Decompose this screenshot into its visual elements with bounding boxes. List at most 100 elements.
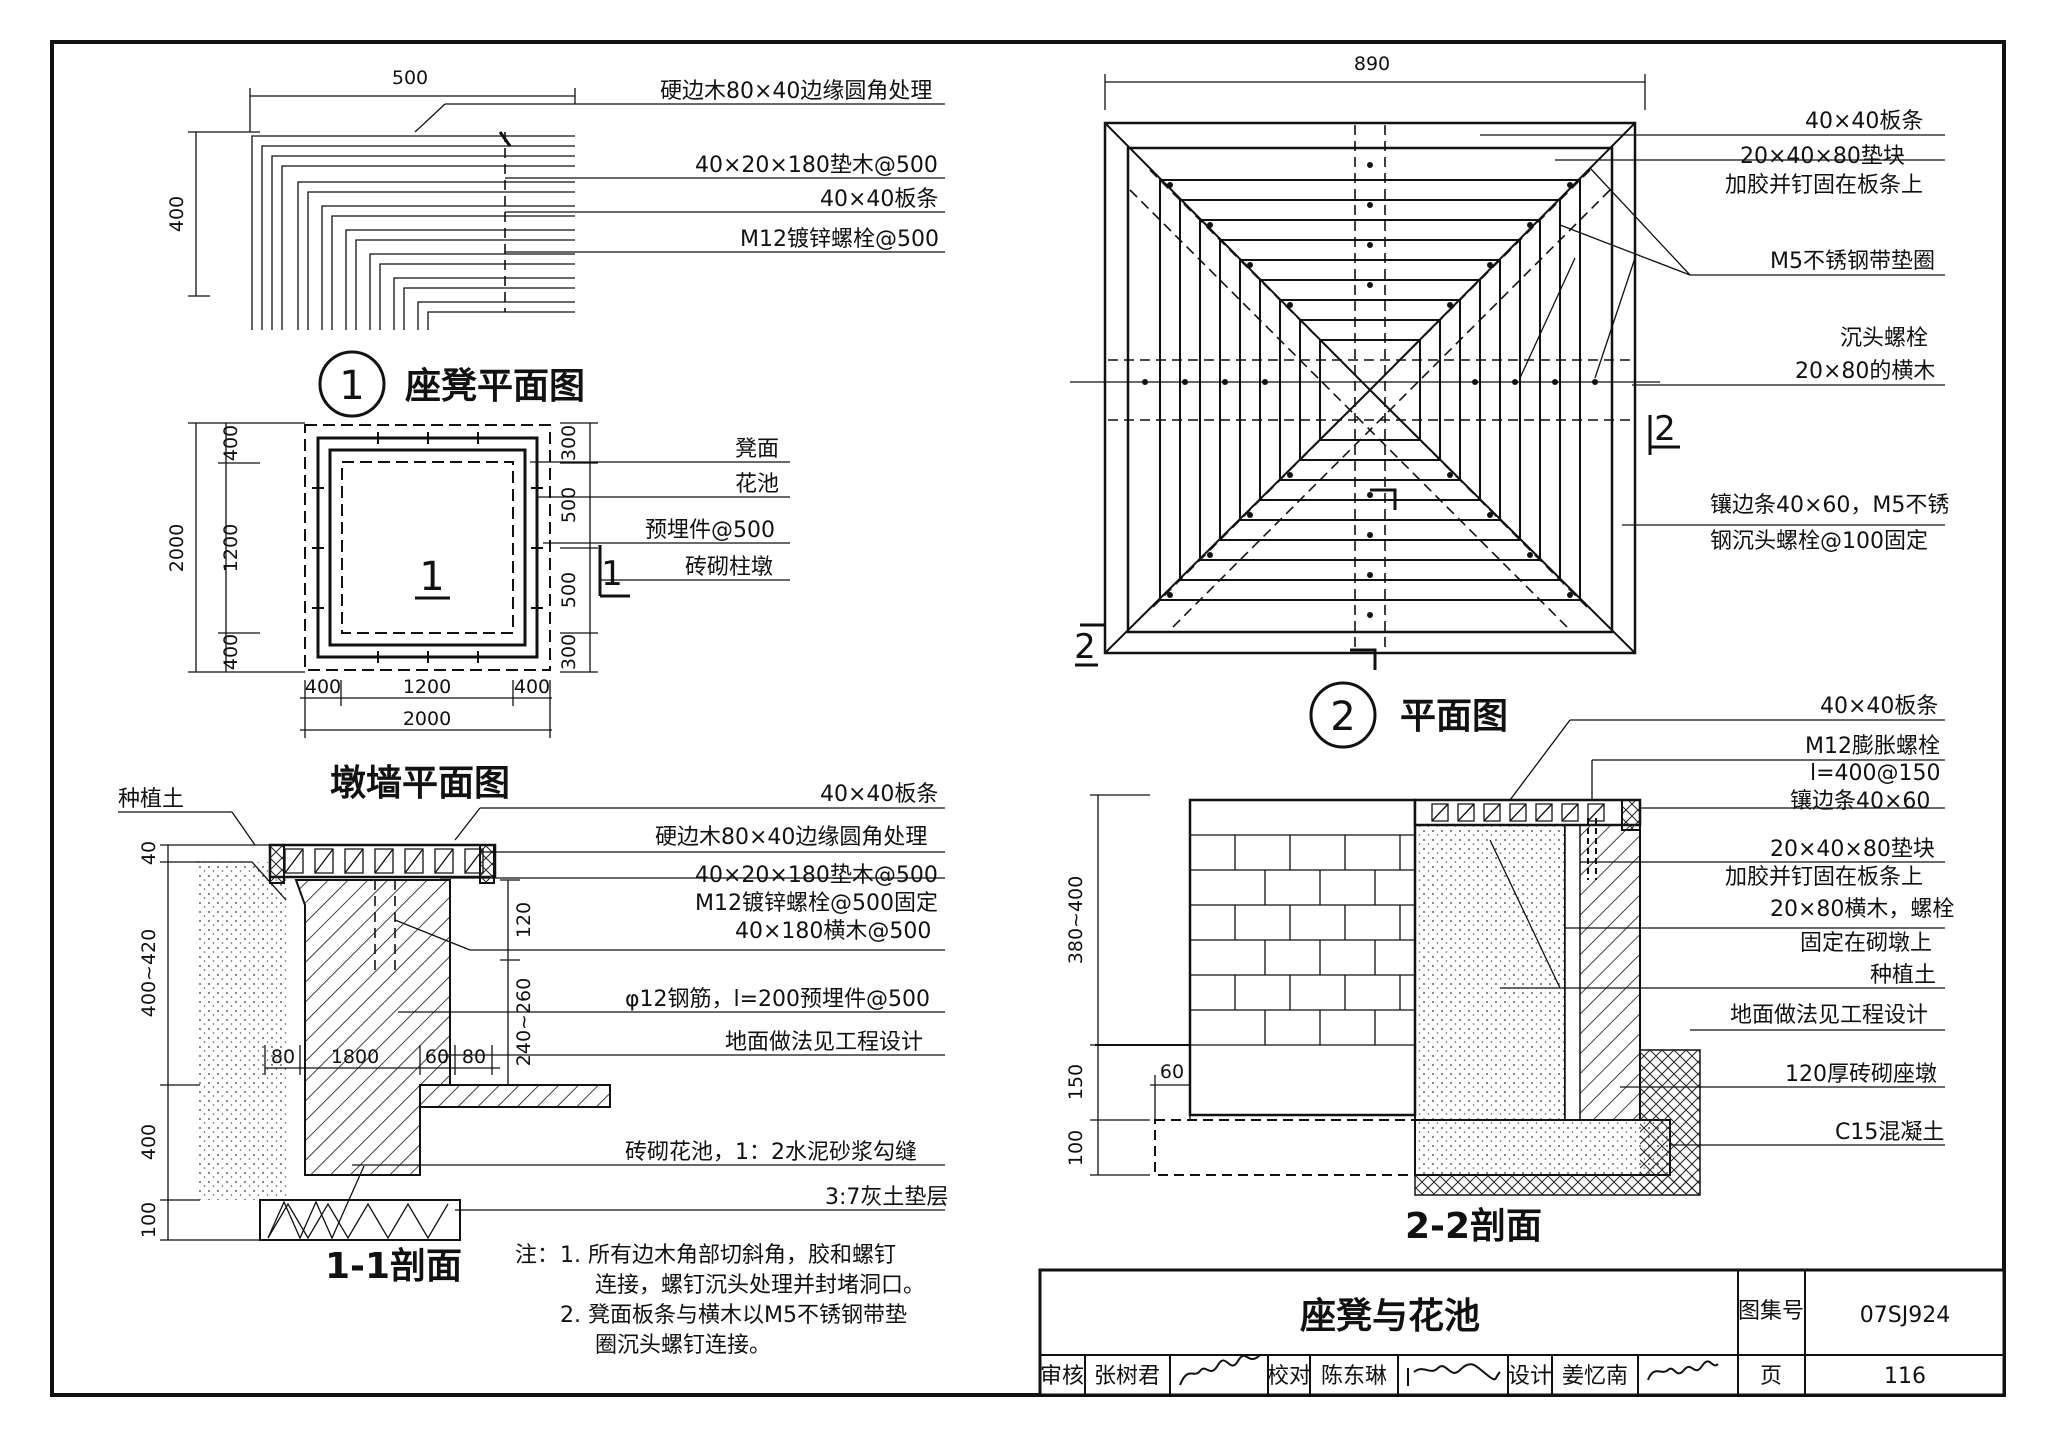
tb-page-number: 116 <box>1884 1364 1926 1389</box>
s11-dim-240-260: 240~260 <box>513 978 535 1066</box>
tb-design-label: 设计 <box>1508 1364 1552 1389</box>
d2-note-8: 钢沉头螺栓@100固定 <box>1710 529 1928 554</box>
notes-line-3: 2. 凳面板条与横木以M5不锈钢带垫 <box>560 1303 907 1328</box>
s22-note-10: 地面做法见工程设计 <box>1730 1003 1928 1028</box>
pier-section-mark: 1 <box>601 554 623 594</box>
s11-dim-100: 100 <box>138 1202 160 1238</box>
pier-dim-left-1200: 1200 <box>220 524 242 572</box>
pier-dim-left-2000: 2000 <box>166 524 188 572</box>
d2-note-1: 40×40板条 <box>1805 109 1923 134</box>
s22-note-8: 固定在砌墩上 <box>1800 931 1932 956</box>
s22-note-11: 120厚砖砌座墩 <box>1785 1062 1937 1087</box>
s11-note-2: 硬边木80×40边缘圆角处理 <box>655 825 927 850</box>
notes-line-2: 连接，螺钉沉头处理并封堵洞口。 <box>595 1273 925 1298</box>
d2-sec-mark-left: 2 <box>1074 627 1096 667</box>
s11-note-4: M12镀锌螺栓@500固定 <box>695 891 938 916</box>
s11-dim-40: 40 <box>138 841 160 865</box>
section-1-1: 40 400~420 400 100 120 240~260 80 1800 6… <box>118 782 948 1287</box>
d2-note-7: 镶边条40×60，M5不锈 <box>1710 493 1949 518</box>
s11-dim-120: 120 <box>513 902 535 938</box>
s22-dim-150: 150 <box>1065 1064 1087 1100</box>
s22-note-6: 加胶并钉固在板条上 <box>1725 865 1923 890</box>
s22-note-2: M12膨胀螺栓 <box>1805 734 1940 759</box>
s11-note-7: 地面做法见工程设计 <box>725 1030 923 1055</box>
s11-dim-400: 400 <box>138 1124 160 1160</box>
s22-note-4: 镶边条40×60 <box>1790 789 1930 814</box>
general-notes: 注： 1. 所有边木角部切斜角，胶和螺钉 连接，螺钉沉头处理并封堵洞口。 2. … <box>515 1243 925 1358</box>
d2-dim-890: 890 <box>1354 53 1390 75</box>
tb-check-label: 校对 <box>1267 1364 1311 1389</box>
d1-note-4: M12镀锌螺栓@500 <box>740 227 939 252</box>
d2-title: 平面图 <box>1400 696 1508 737</box>
brick-courses <box>1190 834 1415 1046</box>
s11-title: 1-1剖面 <box>325 1246 462 1287</box>
tb-atlas-label: 图集号 <box>1738 1299 1804 1324</box>
s22-dim-100: 100 <box>1065 1130 1087 1166</box>
s11-note-1: 40×40板条 <box>820 782 938 807</box>
s22-dim-380-400: 380~400 <box>1065 876 1087 964</box>
tb-reviewer-signature <box>1179 1354 1261 1386</box>
s11-dim-60: 60 <box>425 1046 449 1068</box>
sheet-border <box>50 40 2006 1397</box>
d2-note-2: 20×40×80垫块 <box>1740 144 1905 169</box>
pier-dim-right-300a: 300 <box>558 425 580 461</box>
embedded-parts <box>312 432 543 663</box>
d2-sec-mark-right: 2 <box>1654 409 1676 449</box>
tb-page-label: 页 <box>1760 1364 1782 1389</box>
planting-soil-2 <box>1415 825 1565 1120</box>
s11-note-9: 3:7灰土垫层 <box>825 1185 948 1210</box>
tb-checker: 陈东琳 <box>1321 1364 1387 1389</box>
pier-section-label: 1 <box>419 554 444 600</box>
d1-note-3: 40×40板条 <box>820 187 938 212</box>
d1-note-2: 40×20×180垫木@500 <box>695 153 938 178</box>
d1-index-circle <box>318 350 386 418</box>
d2-note-6: 20×80的横木 <box>1795 359 1935 384</box>
d2-index-number: 2 <box>1330 694 1355 740</box>
pier-title: 墩墙平面图 <box>330 763 510 804</box>
s11-soil-label: 种植土 <box>118 787 184 812</box>
tb-designer-signature <box>1647 1360 1719 1381</box>
d1-dim-500: 500 <box>392 67 428 89</box>
pier-wall-plan: 1 1 2000 400 1200 400 300 500 500 300 40 <box>166 422 790 804</box>
s22-title: 2-2剖面 <box>1405 1206 1542 1247</box>
notes-head: 注： <box>515 1243 559 1268</box>
tb-drawing-name: 座凳与花池 <box>1300 1296 1480 1337</box>
tb-atlas-number: 07SJ924 <box>1860 1303 1950 1328</box>
d1-dim-400: 400 <box>166 196 188 232</box>
tb-checker-signature <box>1407 1363 1501 1386</box>
pier-note-4: 砖砌柱墩 <box>685 555 773 580</box>
d2-index-circle <box>1309 681 1377 749</box>
pier-dim-left-400b: 400 <box>220 634 242 670</box>
pier-dim-bottom-400b: 400 <box>514 676 550 698</box>
s22-note-3: l=400@150 <box>1810 761 1941 786</box>
s22-note-9: 种植土 <box>1870 963 1936 988</box>
s11-dim-400-420: 400~420 <box>138 929 160 1017</box>
s11-dim-1800: 1800 <box>331 1046 379 1068</box>
detail-2-plan: 890 2 <box>1070 53 1949 749</box>
section-2-2: 380~400 150 100 60 40×40板条 M12膨胀螺栓 l=400… <box>1065 694 1954 1247</box>
s22-note-7: 20×80横木，螺栓 <box>1770 897 1954 922</box>
s11-dim-80a: 80 <box>271 1046 295 1068</box>
tb-designer: 姜忆南 <box>1562 1364 1628 1389</box>
pier-dim-right-500a: 500 <box>558 487 580 523</box>
pier-dim-bottom-1200: 1200 <box>403 676 451 698</box>
pier-dim-left-400a: 400 <box>220 425 242 461</box>
s22-dim-60: 60 <box>1160 1061 1184 1083</box>
d2-note-5: 沉头螺栓 <box>1840 326 1928 351</box>
pier-dim-bottom-400a: 400 <box>305 676 341 698</box>
notes-line-4: 圈沉头螺钉连接。 <box>595 1333 771 1358</box>
pier-dim-right-500b: 500 <box>558 572 580 608</box>
s11-note-3: 40×20×180垫木@500 <box>695 863 938 888</box>
s11-note-6: φ12钢筋，l=200预埋件@500 <box>625 987 930 1012</box>
title-block: 座凳与花池 图集号 07SJ924 审核 张树君 校对 陈东琳 设计 姜忆南 页… <box>1038 1268 2006 1397</box>
s11-note-8: 砖砌花池，1：2水泥砂浆勾缝 <box>625 1140 917 1165</box>
planting-soil <box>196 862 288 1200</box>
s22-note-12: C15混凝土 <box>1835 1120 1944 1145</box>
d2-note-3: 加胶并钉固在板条上 <box>1725 173 1923 198</box>
d2-note-4: M5不锈钢带垫圈 <box>1770 249 1935 274</box>
screw-dots <box>1142 162 1598 618</box>
pier-dim-right-300b: 300 <box>558 634 580 670</box>
d1-index-number: 1 <box>339 363 364 409</box>
s22-note-5: 20×40×80垫块 <box>1770 837 1935 862</box>
